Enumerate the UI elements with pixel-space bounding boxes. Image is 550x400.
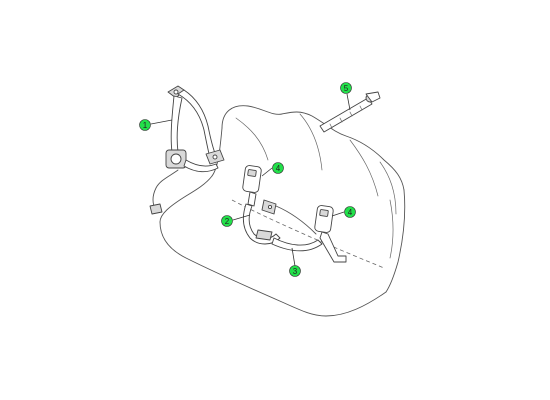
callout-1: 1 — [139, 119, 151, 131]
callout-leaders — [150, 93, 351, 267]
callout-layer: 1 2 3 4 4 5 — [139, 82, 356, 277]
callout-badge — [344, 206, 356, 218]
callout-number: 4 — [276, 164, 281, 173]
retractor-belt-assembly — [149, 85, 225, 215]
center-lap-belt — [242, 199, 323, 252]
callout-number: 2 — [225, 217, 230, 226]
callout-number: 5 — [344, 84, 349, 93]
callout-2: 2 — [221, 215, 233, 227]
rear-seat-outline — [159, 105, 406, 317]
callout-badge — [289, 265, 301, 277]
callout-number: 4 — [348, 208, 353, 217]
callout-badge — [139, 119, 151, 131]
callout-3: 3 — [289, 265, 301, 277]
height-adjuster-rail — [319, 91, 381, 133]
callout-4b: 4 — [344, 206, 356, 218]
callout-badge — [221, 215, 233, 227]
buckle-left — [242, 165, 262, 207]
callout-number: 3 — [293, 267, 298, 276]
callout-5: 5 — [340, 82, 352, 94]
callout-badge — [272, 162, 284, 174]
callout-badge — [340, 82, 352, 94]
buckle-right — [314, 205, 347, 263]
callout-4a: 4 — [272, 162, 284, 174]
callout-number: 1 — [143, 121, 148, 130]
